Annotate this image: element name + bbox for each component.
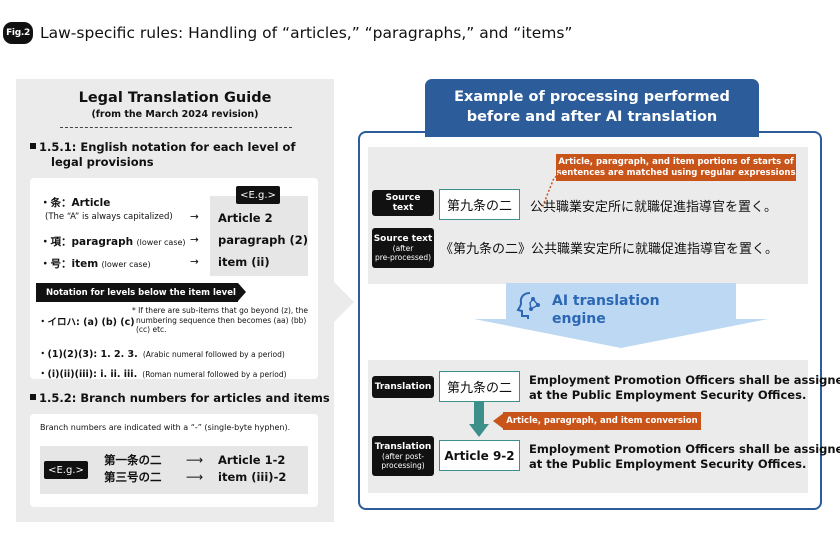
example-results-area — [210, 196, 308, 276]
iroha-notation: ・イロハ: (a) (b) (c) — [38, 317, 135, 328]
post-article-box: Article 9-2 — [439, 440, 520, 471]
row-paragraph: ・項：paragraph (lower case) — [40, 234, 186, 249]
iroha-note-line-2: numbering sequence then becomes (aa) (bb… — [136, 315, 307, 325]
row-paragraph-jp: ・項： — [40, 236, 72, 248]
article-note: (The “A” is always capitalized) — [45, 212, 173, 222]
roman-notation-text: ・(i)(ii)(iii): i. ii. iii. — [38, 369, 138, 380]
roman-notation: ・(i)(ii)(iii): i. ii. iii. (Roman numera… — [38, 362, 287, 381]
notation-bar-arrow — [238, 283, 246, 301]
post-processed-label-sub-1: (after post- — [382, 452, 424, 461]
figure-badge: Fig.2 — [3, 22, 33, 44]
roman-notation-note: (Roman numeral followed by a period) — [142, 370, 287, 379]
translation-text: Employment Promotion Officers shall be a… — [529, 373, 840, 403]
arabic-notation: ・(1)(2)(3): 1. 2. 3. (Arabic numeral fol… — [38, 342, 285, 361]
source-label-line-2: text — [392, 203, 414, 213]
branch-example-2-en: item (iii)-2 — [218, 470, 287, 484]
row-article-result: Article 2 — [218, 211, 273, 225]
source-label-line-1: Source — [385, 193, 421, 203]
branch-example-1-en: Article 1-2 — [218, 453, 286, 467]
preprocessed-text: 《第九条の二》公共職業安定所に就職促進指導官を置く。 — [440, 242, 779, 257]
row-item-arrow: → — [190, 256, 199, 268]
branch-example-2-jp: 第三号の二 — [104, 470, 162, 484]
section-1-line-2: legal provisions — [51, 155, 154, 169]
source-text: 公共職業安定所に就職促進指導官を置く。 — [530, 200, 778, 215]
row-item-jp: ・号： — [40, 258, 72, 270]
guide-title: Legal Translation Guide — [78, 90, 272, 106]
ai-engine-label: AI translation engine — [552, 292, 660, 328]
post-translation-line-1: Employment Promotion Officers shall be a… — [529, 442, 840, 456]
branch-example-1-jp: 第一条の二 — [104, 453, 162, 467]
ai-engine-shape — [474, 283, 768, 348]
row-item: ・号：item (lower case) — [40, 256, 151, 271]
translation-label: Translation — [372, 376, 434, 398]
source-article-box: 第九条の二 — [439, 189, 520, 220]
guide-subtitle: (from the March 2024 revision) — [91, 109, 259, 120]
regex-callout-leader — [541, 173, 561, 209]
preprocessed-label-sub-1: (after — [392, 244, 414, 253]
translation-text-line-1: Employment Promotion Officers shall be a… — [529, 373, 840, 387]
row-paragraph-note: (lower case) — [136, 238, 186, 247]
conversion-down-arrow — [469, 402, 489, 437]
ai-engine-line-2: engine — [552, 311, 606, 327]
regex-callout: Article, paragraph, and item portions of… — [556, 154, 796, 181]
row-item-note: (lower case) — [101, 260, 151, 269]
iroha-note-line-3: (cc) etc. — [136, 325, 167, 334]
figure-title: Law-specific rules: Handling of “article… — [40, 24, 573, 42]
processing-example-header: Example of processing performed before a… — [425, 79, 759, 137]
branch-examples-en: Article 1-2 item (iii)-2 — [218, 452, 286, 486]
panel-connector-arrow — [334, 282, 354, 322]
header-line-2: before and after AI translation — [466, 109, 718, 125]
branch-description: Branch numbers are indicated with a “-” … — [40, 423, 291, 432]
translation-text-line-2: at the Public Employment Security Office… — [529, 388, 807, 402]
source-label: Source text — [372, 190, 434, 216]
post-processed-label-title: Translation — [374, 442, 432, 452]
regex-callout-line-2: sentences are matched using regular expr… — [556, 167, 796, 178]
section-1-heading: 1.5.1: English notation for each level o… — [30, 140, 295, 170]
row-item-result: item (ii) — [218, 255, 270, 269]
row-article-jp: ・条： — [40, 197, 72, 209]
branch-example-1-arrow: ⟶ — [186, 453, 204, 467]
post-translation-text: Employment Promotion Officers shall be a… — [529, 442, 840, 472]
conversion-callout-pointer — [493, 412, 505, 430]
row-paragraph-en: paragraph — [71, 236, 134, 248]
iroha-note-line-1: * If there are sub-items that go beyond … — [132, 306, 308, 315]
header-line-1: Example of processing performed — [454, 89, 730, 105]
row-article: ・条：Article — [40, 195, 110, 210]
regex-callout-line-1: Article, paragraph, and item portions of… — [558, 156, 794, 167]
guide-divider — [60, 127, 292, 128]
row-item-en: item — [71, 258, 99, 270]
post-processed-label-sub-2: processing) — [381, 461, 425, 470]
arabic-notation-text: ・(1)(2)(3): 1. 2. 3. — [38, 349, 138, 360]
branch-example-2-arrow: ⟶ — [186, 470, 204, 484]
row-article-arrow: → — [190, 211, 199, 223]
translation-article-box: 第九条の二 — [439, 371, 520, 402]
square-bullet-icon — [30, 143, 36, 149]
post-translation-line-2: at the Public Employment Security Office… — [529, 457, 807, 471]
iroha-note: * If there are sub-items that go beyond … — [132, 306, 308, 335]
preprocessed-label: Source text (after pre-processed) — [372, 228, 434, 268]
branch-eg-tag: <E.g.> — [44, 461, 88, 479]
conversion-callout: Article, paragraph, and item conversion — [503, 412, 701, 430]
row-article-en: Article — [71, 197, 111, 209]
preprocessed-label-sub-2: pre-processed) — [374, 253, 432, 262]
notation-bar: Notation for levels below the item level — [36, 283, 238, 302]
post-processed-label: Translation (after post- processing) — [372, 436, 434, 476]
ai-engine-line-1: AI translation — [552, 293, 660, 309]
branch-examples-arrows: ⟶ ⟶ — [186, 452, 203, 486]
ai-brain-icon — [516, 292, 540, 319]
row-paragraph-result: paragraph (2) — [218, 233, 309, 247]
section-2-heading: 1.5.2: Branch numbers for articles and i… — [30, 391, 330, 406]
square-bullet-icon — [30, 394, 36, 400]
row-paragraph-arrow: → — [190, 234, 199, 246]
arabic-notation-note: (Arabic numeral followed by a period) — [142, 350, 285, 359]
preprocessed-label-title: Source text — [373, 234, 433, 244]
section-2-heading-text: 1.5.2: Branch numbers for articles and i… — [39, 391, 330, 405]
section-1-line-1: 1.5.1: English notation for each level o… — [39, 140, 296, 154]
branch-examples-jp: 第一条の二 第三号の二 — [104, 452, 162, 486]
eg-tag: <E.g.> — [236, 186, 280, 204]
